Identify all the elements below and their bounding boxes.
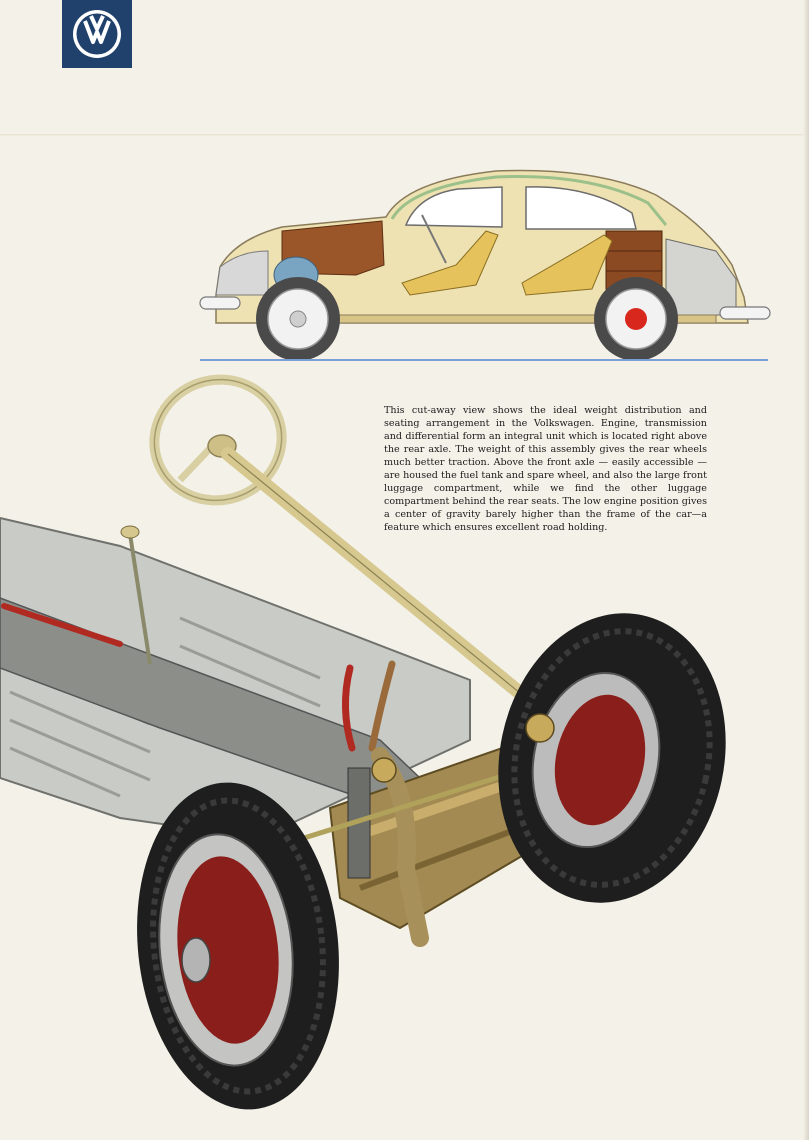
volkswagen-logo-icon [73, 10, 121, 58]
car-rear-window [525, 186, 637, 230]
front-wheel [256, 277, 340, 361]
gear-knob [120, 525, 140, 539]
car-cutaway-illustration [199, 169, 771, 361]
left-front-wheel [137, 782, 339, 1110]
clutch-pedal [342, 664, 356, 752]
brand-logo-box [62, 0, 132, 68]
rear-bumper [719, 306, 771, 320]
car-roof-frame [390, 175, 668, 226]
chassis-illustration [0, 374, 726, 1110]
front-fender [215, 250, 269, 296]
right-kingpin [525, 713, 555, 743]
rear-wheel [594, 277, 678, 361]
front-seat [401, 230, 499, 296]
steering-wheel [149, 374, 287, 506]
front-bumper [199, 296, 241, 310]
gear-lever [128, 533, 152, 665]
page-fold-line [0, 134, 809, 137]
page-edge-shadow [803, 0, 809, 1140]
rear-engine [665, 238, 737, 316]
right-front-wheel [498, 613, 726, 903]
car-front-window [404, 186, 503, 228]
left-kingpin [371, 757, 397, 783]
brake-line [1, 603, 123, 647]
brake-pedal [368, 660, 396, 752]
rear-seat [521, 234, 613, 296]
cutaway-caption: This cut-away view shows the ideal weigh… [384, 405, 707, 534]
